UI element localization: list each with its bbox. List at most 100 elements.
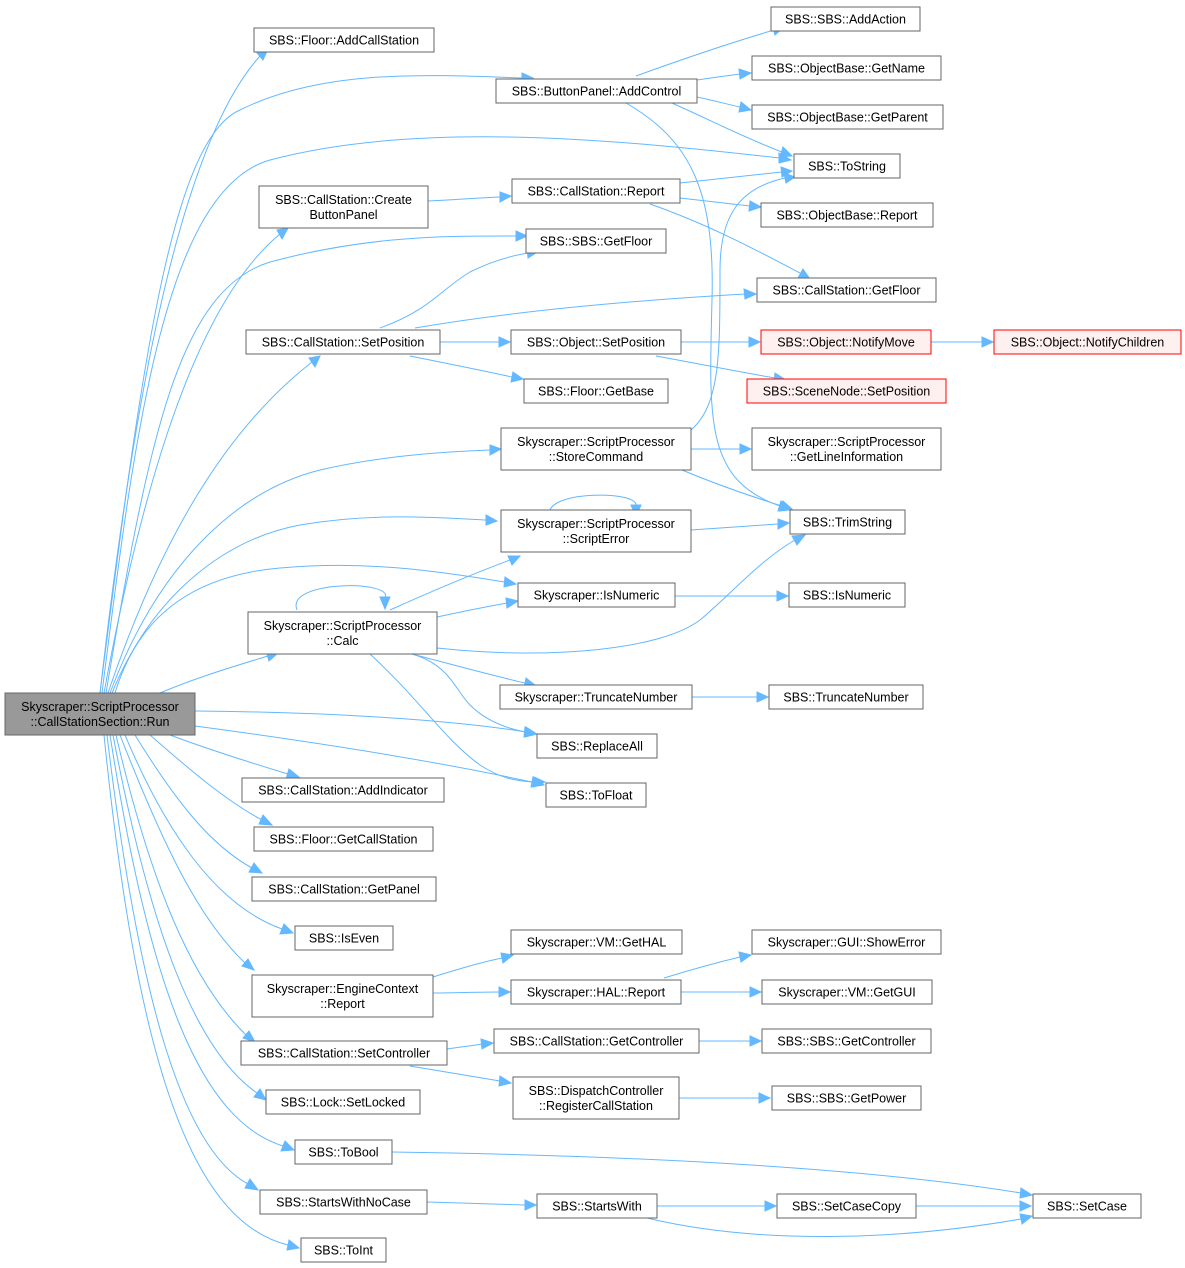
node-gui-showerror[interactable]: Skyscraper::GUI::ShowError [751, 929, 942, 955]
edge-run-to-tobool [109, 734, 296, 1152]
node-dispatch-registercallstation[interactable]: SBS::DispatchController::RegisterCallSta… [512, 1076, 680, 1120]
node-objectbase-getparent[interactable]: SBS::ObjectBase::GetParent [751, 104, 944, 130]
edge-getcontroller-to-sbs-getcontroller [699, 1035, 763, 1047]
node-box [493, 1028, 700, 1054]
edge-setposition-to-callstation-getfloor [414, 288, 758, 329]
node-label: SBS::ToInt [314, 1244, 374, 1258]
node-sp-storecommand[interactable]: Skyscraper::ScriptProcessor::StoreComman… [500, 427, 692, 471]
node-callstation-report[interactable]: SBS::CallStation::Report [511, 178, 681, 204]
node-callstation-setposition[interactable]: SBS::CallStation::SetPosition [245, 329, 441, 355]
edge-run-to-addindicator [169, 734, 301, 780]
node-hal-report[interactable]: Skyscraper::HAL::Report [510, 979, 682, 1005]
node-box [760, 202, 934, 228]
node-label: SBS::ObjectBase::GetParent [767, 111, 928, 125]
node-floor-addcallstation[interactable]: SBS::Floor::AddCallStation [253, 27, 435, 53]
node-vm-getgui[interactable]: Skyscraper::VM::GetGUI [761, 979, 933, 1005]
node-objectbase-report[interactable]: SBS::ObjectBase::Report [760, 202, 934, 228]
node-label: Skyscraper::HAL::Report [527, 986, 666, 1000]
node-box [259, 1189, 428, 1215]
edge-hal-report-to-showerror [663, 951, 753, 979]
node-tobool[interactable]: SBS::ToBool [294, 1139, 393, 1165]
node-objectbase-getname[interactable]: SBS::ObjectBase::GetName [751, 55, 942, 81]
node-box [993, 329, 1182, 355]
node-label: SBS::ToFloat [560, 789, 633, 803]
edge-object-setposition-to-notifymove [680, 336, 762, 348]
node-box [294, 925, 394, 951]
node-sky-truncatenumber[interactable]: Skyscraper::TruncateNumber [499, 684, 693, 710]
node-label: SBS::ButtonPanel::AddControl [512, 85, 682, 99]
node-floor-getbase[interactable]: SBS::Floor::GetBase [523, 378, 669, 404]
node-floor-getcallstation[interactable]: SBS::Floor::GetCallStation [253, 826, 434, 852]
node-label: ::GetLineInformation [790, 450, 903, 464]
node-tofloat[interactable]: SBS::ToFloat [545, 782, 647, 808]
node-sbs-truncatenumber[interactable]: SBS::TruncateNumber [768, 684, 924, 710]
node-sbs-getcontroller[interactable]: SBS::SBS::GetController [761, 1028, 932, 1054]
node-sp-getlineinformation[interactable]: Skyscraper::ScriptProcessor::GetLineInfo… [751, 427, 942, 471]
node-startswith[interactable]: SBS::StartsWith [536, 1193, 658, 1219]
node-enginecontext-report[interactable]: Skyscraper::EngineContext::Report [251, 974, 434, 1018]
edge-enginecontext-to-gethal [432, 952, 515, 978]
node-tostring[interactable]: SBS::ToString [793, 153, 901, 179]
node-callstation-getfloor[interactable]: SBS::CallStation::GetFloor [756, 277, 937, 303]
node-box [525, 228, 667, 254]
node-setcase[interactable]: SBS::SetCase [1032, 1193, 1142, 1219]
node-box [500, 427, 692, 471]
node-toint[interactable]: SBS::ToInt [300, 1237, 387, 1263]
node-label: Skyscraper::EngineContext [267, 982, 419, 996]
edge-notifymove-to-notifychildren [930, 336, 995, 348]
node-buttonpanel-addcontrol[interactable]: SBS::ButtonPanel::AddControl [495, 78, 698, 104]
node-box [523, 378, 669, 404]
node-label: SBS::Object::NotifyMove [777, 336, 915, 350]
node-replaceall[interactable]: SBS::ReplaceAll [536, 733, 658, 759]
node-sky-isnumeric[interactable]: Skyscraper::IsNumeric [517, 582, 676, 608]
edge-startswithnocase-to-startswith [426, 1199, 538, 1211]
node-sp-calc[interactable]: Skyscraper::ScriptProcessor::Calc [247, 611, 438, 655]
node-label: SBS::Lock::SetLocked [281, 1096, 405, 1110]
edge-run-to-lock-setlocked [112, 734, 267, 1101]
node-root[interactable]: Skyscraper::ScriptProcessor::CallStation… [4, 692, 196, 736]
node-box [751, 104, 944, 130]
node-label: SBS::IsEven [309, 932, 379, 946]
node-callstation-getcontroller[interactable]: SBS::CallStation::GetController [493, 1028, 700, 1054]
node-object-notifychildren[interactable]: SBS::Object::NotifyChildren [993, 329, 1182, 355]
node-sbs-isnumeric[interactable]: SBS::IsNumeric [788, 582, 906, 608]
node-trimstring[interactable]: SBS::TrimString [789, 509, 906, 535]
node-box [294, 1139, 393, 1165]
node-iseven[interactable]: SBS::IsEven [294, 925, 394, 951]
node-box [761, 979, 933, 1005]
node-object-notifymove[interactable]: SBS::Object::NotifyMove [760, 329, 932, 355]
node-label: SBS::SBS::GetFloor [540, 235, 653, 249]
node-object-setposition[interactable]: SBS::Object::SetPosition [510, 329, 682, 355]
node-label: SBS::Floor::GetBase [538, 385, 654, 399]
edge-calc-to-isnumeric [436, 597, 520, 618]
edge-calc-to-trimstring [436, 534, 807, 654]
edge-setposition-to-sbs-getfloor [379, 247, 541, 329]
edge-calc-to-replaceall [411, 653, 538, 738]
edge-setcasecopy-to-setcase [916, 1200, 1033, 1212]
node-setcasecopy[interactable]: SBS::SetCaseCopy [776, 1193, 917, 1219]
edge-setcontroller-to-registercallstation [409, 1065, 513, 1087]
node-label: ButtonPanel [309, 208, 377, 222]
nodes-layer: Skyscraper::ScriptProcessor::CallStation… [4, 6, 1182, 1263]
node-box [545, 782, 647, 808]
node-box [793, 153, 901, 179]
edge-isnumeric-to-sbs-isnumeric [674, 590, 790, 602]
node-sp-scripterror[interactable]: Skyscraper::ScriptProcessor::ScriptError [500, 509, 692, 553]
node-callstation-getpanel[interactable]: SBS::CallStation::GetPanel [251, 876, 437, 902]
node-lock-setlocked[interactable]: SBS::Lock::SetLocked [265, 1089, 421, 1115]
node-sbs-getfloor[interactable]: SBS::SBS::GetFloor [525, 228, 667, 254]
node-label: SBS::ObjectBase::GetName [768, 62, 925, 76]
node-sbs-getpower[interactable]: SBS::SBS::GetPower [771, 1085, 922, 1111]
node-sbs-addaction[interactable]: SBS::SBS::AddAction [770, 6, 921, 32]
node-startswithnocase[interactable]: SBS::StartsWithNoCase [259, 1189, 428, 1215]
edge-calc-to-truncatenumber [411, 653, 538, 689]
node-callstation-addindicator[interactable]: SBS::CallStation::AddIndicator [241, 777, 445, 803]
node-box [499, 684, 693, 710]
node-vm-gethal[interactable]: Skyscraper::VM::GetHAL [510, 929, 683, 955]
edge-run-to-startswithnocase [106, 734, 260, 1191]
node-callstation-setcontroller[interactable]: SBS::CallStation::SetController [240, 1040, 448, 1066]
edge-scripterror-to-trimstring [690, 518, 791, 531]
node-scenenode-setposition[interactable]: SBS::SceneNode::SetPosition [746, 378, 947, 404]
